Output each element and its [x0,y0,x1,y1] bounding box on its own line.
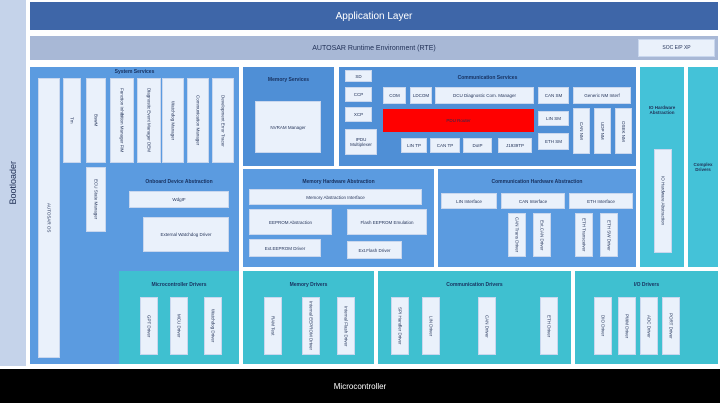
lin-sm: LIN SM [538,111,569,126]
can-nm: CAN NM [573,108,590,154]
eth-interface: ETH Interface [569,193,633,209]
ldcom: LDCOM [410,87,432,104]
spi-handler-driver: SPI Handler Driver [391,297,409,355]
io-drivers: I/O Drivers DIO Driver PWM Driver ADC Dr… [575,271,718,364]
watchdog-driver: Watchdog Driver [204,297,222,355]
eth-sw-driver: ETH SW Driver [600,213,618,257]
wdgif: WdgIF [129,191,229,208]
adc-driver: ADC Driver [640,297,658,355]
fim: Function Inhibition Manager FiM [110,78,134,163]
com: COM [383,87,406,104]
ext-flash-driver: Ext.Flash Driver [347,241,402,259]
internal-eeprom-driver: Internal EEPROM Driver [302,297,320,355]
development-error-tracer: Development Error Tracer [212,78,234,163]
io-hw-abstraction-title: IO Hardware Abstraction [648,105,676,115]
can-driver: CAN Driver [478,297,496,355]
ccp: CCP [345,87,372,102]
communication-services-title: Communication Services [457,75,518,81]
port-driver: PORT Driver [662,297,680,355]
system-services-title: System Services [114,69,155,75]
io-hw-abstraction-inner: IO Hardware Abstraction [654,149,672,253]
autosar-os: AUTOSAR OS [38,78,60,358]
communication-hardware-abstraction: Communication Hardware Abstraction LIN I… [438,169,636,267]
eth-transceiver: ETH Transceiver [575,213,593,257]
communication-hardware-abstraction-title: Communication Hardware Abstraction [491,179,583,185]
rte-layer: AUTOSAR Runtime Environment (RTE) [30,36,718,60]
watchdog-manager: Watchdog Manager [162,78,184,163]
microcontroller-drivers-title: Microcontroller Drivers [151,282,207,288]
eeprom-abstraction: EEPROM Abstraction [249,209,332,235]
xcp: XCP [345,107,372,122]
external-watchdog-driver: External Watchdog Driver [143,217,229,252]
eth-driver: ETH Driver [540,297,558,355]
microcontroller-layer: Microcontroller [0,369,720,403]
bootloader: Bootloader [0,0,26,366]
can-interface: CAN Interface [501,193,565,209]
osek-nm: OSEK NM [615,108,632,154]
memory-abstraction-interface: Memory Abstraction Interface [249,189,422,205]
nvram-manager: NVRAM Manager [255,101,321,153]
memory-services-title: Memory Services [267,77,310,83]
ext-eeprom-driver: Ext.EEPROM Driver [249,239,321,257]
memory-drivers-title: Memory Drivers [289,282,328,288]
pwm-driver: PWM Driver [618,297,636,355]
internal-flash-driver: Internal Flash Driver [337,297,355,355]
memory-hardware-abstraction: Memory Hardware Abstraction Memory Abstr… [243,169,434,267]
ext-can-driver: Ext.CAN Driver [533,213,551,257]
communication-services: Communication Services SD CCP COM LDCOM … [339,67,636,166]
dio-driver: DIO Driver [594,297,612,355]
io-hardware-abstraction: IO Hardware Abstraction IO Hardware Abst… [640,67,684,267]
udp-nm: UDP NM [594,108,611,154]
lin-driver: LIN Driver [422,297,440,355]
complex-drivers: Complex Drivers [688,67,718,267]
ram-test: RAM Test [264,297,282,355]
communication-manager: Communication Manager [187,78,209,163]
can-trans-driver: CAN Trans Driver [508,213,526,257]
dcm: DCU Diagnostic Com. Manager [435,87,534,104]
memory-services: Memory Services NVRAM Manager [243,67,334,166]
generic-nm-interface: Generic NM Interf [573,87,631,104]
eth-sm: ETH SM [538,133,569,150]
tm: Tm [63,78,81,163]
onboard-device-abstraction-title: Onboard Device Abstraction [145,179,213,185]
can-tp: CAN TP [430,138,460,153]
dem: Diagnostic Event Manager DEM [137,78,161,163]
can-sm: CAN SM [538,87,569,104]
microcontroller-drivers: Microcontroller Drivers GPT Driver MCU D… [119,271,239,364]
microcontroller-label: Microcontroller [333,381,387,391]
sd: SD [345,70,372,82]
memory-hardware-abstraction-title: Memory Hardware Abstraction [302,179,375,185]
lin-interface: LIN Interface [441,193,497,209]
rte-label: AUTOSAR Runtime Environment (RTE) [312,44,436,52]
ecu-state-manager: ECU State Manager [86,167,106,232]
communication-drivers: Communication Drivers SPI Handler Driver… [378,271,571,364]
bswm: BswM [86,78,106,163]
application-layer: Application Layer [30,2,718,30]
flash-eeprom-emulation: Flash EEPROM Emulation [347,209,427,235]
communication-drivers-title: Communication Drivers [446,282,503,288]
pdu-router: PDU Router [383,109,534,132]
memory-drivers: Memory Drivers RAM Test Internal EEPROM … [243,271,374,364]
soc-eip-box: SOC E/P XP [638,39,715,57]
lin-tp: LIN TP [401,138,427,153]
bootloader-label: Bootloader [8,161,18,205]
onboard-device-abstraction: Onboard Device Abstraction WdgIF Externa… [119,169,239,267]
mcu-driver: MCU Driver [170,297,188,355]
ipdu-multiplexer: IPDU Multiplexer [345,129,377,155]
j1939tp: J1939TP [498,138,532,153]
gpt-driver: GPT Driver [140,297,158,355]
io-drivers-title: I/O Drivers [633,282,660,288]
doip: DoIP [463,138,492,153]
